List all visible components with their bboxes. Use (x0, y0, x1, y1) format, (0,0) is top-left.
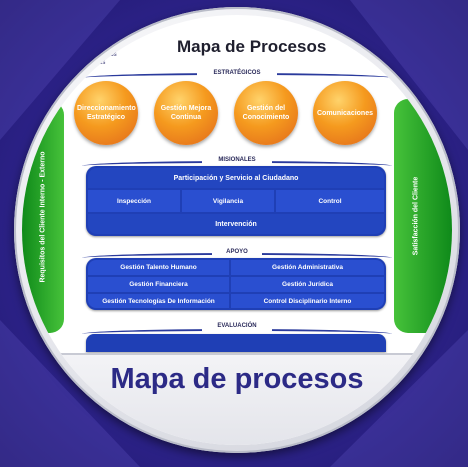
client-satisfaction-label: Satisfacción del Cliente (412, 176, 420, 256)
process-label: Gestión del Conocimiento (242, 105, 290, 121)
process-map-disc: icios de Servicios iciliarios Mapa de Pr… (22, 15, 452, 445)
process-direccionamiento: Direccionamiento Estratégico (74, 81, 138, 145)
section-label-missional: MISIONALES (202, 155, 272, 165)
process-label: Comunicaciones (316, 109, 373, 117)
logo-subtitle: de Servicios (84, 52, 117, 58)
client-requirements-label: Requisitos del Cliente Interno - Externo (39, 151, 47, 283)
logo-name: icios (84, 38, 112, 52)
section-label-evaluation: EVALUACIÓN (202, 321, 272, 331)
missional-control: Control (276, 190, 384, 212)
support-tecnologias: Gestión Tecnologías De Información (88, 294, 229, 308)
support-administrativa: Gestión Administrativa (231, 260, 384, 275)
client-requirements-bar: Requisitos del Cliente Interno - Externo (22, 101, 64, 333)
missional-participacion: Participación y Servicio al Ciudadano (88, 168, 384, 188)
evaluation-panel (86, 334, 386, 352)
process-label: Gestión Mejora Continua (160, 105, 212, 121)
process-mejora-continua: Gestión Mejora Continua (154, 81, 218, 145)
support-financiera: Gestión Financiera (88, 277, 229, 292)
missional-vigilancia: Vigilancia (182, 190, 274, 212)
footer-title: Mapa de procesos (110, 363, 364, 395)
process-conocimiento: Gestión del Conocimiento (234, 81, 298, 145)
diagram-title: Mapa de Procesos (177, 37, 327, 56)
support-juridica: Gestión Jurídica (231, 277, 384, 292)
process-label: Direccionamiento Estratégico (77, 105, 136, 121)
process-comunicaciones: Comunicaciones (313, 81, 377, 145)
missional-intervencion: Intervención (88, 214, 384, 234)
missional-inspeccion: Inspección (88, 190, 180, 212)
support-talento-humano: Gestión Talento Humano (88, 260, 229, 275)
section-label-strategic: ESTRATÉGICOS (197, 68, 277, 78)
support-control-disciplinario: Control Disciplinario Interno (231, 294, 384, 308)
logo-subtitle-2: iciliarios (84, 60, 106, 66)
client-satisfaction-bar: Satisfacción del Cliente (394, 99, 452, 333)
footer-band (22, 353, 452, 445)
section-label-support: APOYO (212, 247, 262, 257)
